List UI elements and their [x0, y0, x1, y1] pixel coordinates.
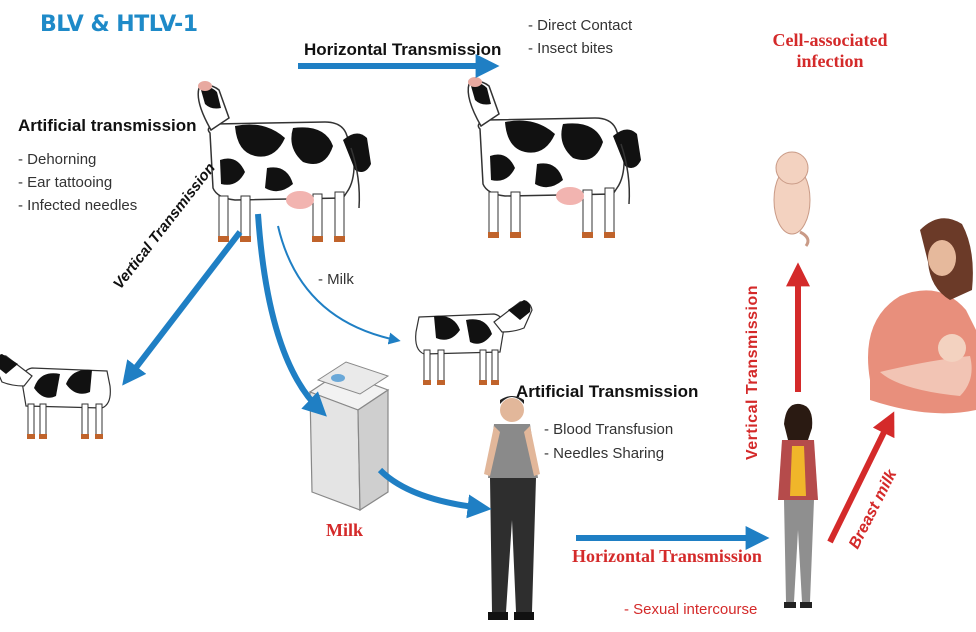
- vertical-human-label: Vertical Transmission: [744, 284, 761, 460]
- direct-contact-item: - Direct Contact: [528, 17, 633, 34]
- insect-bites-item: - Insect bites: [528, 40, 614, 57]
- milk-fed-calf: [415, 299, 533, 386]
- cell-associated-label: Cell-associated infection: [770, 30, 890, 72]
- sexual-intercourse-item: - Sexual intercourse: [624, 601, 758, 618]
- milk-to-human-arrow: [377, 467, 492, 519]
- milk-route-label: - Milk: [318, 271, 354, 288]
- nursing-mother-figure: [868, 218, 976, 414]
- artificial-cattle-heading: Artificial transmission: [18, 116, 197, 135]
- ear-tattooing-item: - Ear tattooing: [18, 174, 113, 191]
- cell-associated-line1: Cell-associated: [772, 30, 888, 50]
- fetus-icon: [773, 151, 811, 247]
- infected-needles-item: - Infected needles: [18, 197, 138, 214]
- milk-carton-icon: [308, 361, 390, 512]
- woman-figure: [778, 403, 818, 608]
- infected-cow: [197, 80, 372, 243]
- blood-transfusion-item: - Blood Transfusion: [544, 421, 674, 438]
- needles-sharing-item: - Needles Sharing: [544, 445, 665, 462]
- diagram-title: BLV & HTLV-1: [40, 12, 198, 37]
- cell-associated-line2: infection: [796, 51, 864, 71]
- breast-milk-arrow: [827, 411, 895, 544]
- man-figure: [484, 396, 540, 620]
- bottom-horizontal-label: Horizontal Transmission: [572, 546, 762, 566]
- cow-to-milk-arrow: [255, 213, 327, 417]
- top-horizontal-label: Horizontal Transmission: [304, 40, 502, 59]
- dehorning-item: - Dehorning: [18, 151, 97, 168]
- contact-cow: [467, 76, 642, 239]
- artificial-human-heading: Artificial Transmission: [516, 382, 699, 401]
- newborn-calf: [0, 353, 111, 440]
- milk-carton-label: Milk: [326, 520, 364, 540]
- milk-to-calf-arrow: [277, 225, 401, 345]
- vertical-transmission-arrow: [122, 230, 243, 386]
